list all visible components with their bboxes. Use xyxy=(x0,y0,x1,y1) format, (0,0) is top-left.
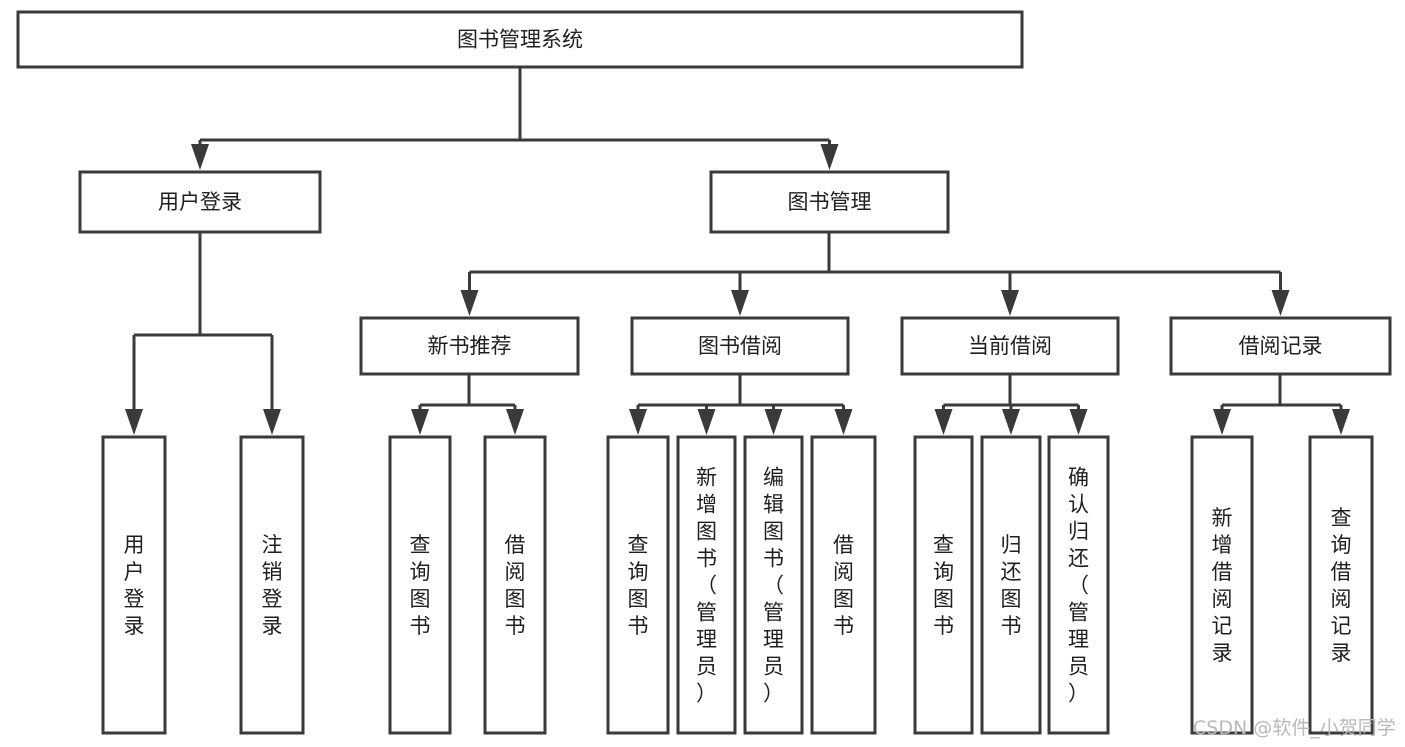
connector-layer xyxy=(125,67,1350,435)
arrow-head-book-manage xyxy=(820,144,839,170)
node-leaf-query-book-rec[interactable]: 查询图书 xyxy=(388,435,452,735)
node-leaf-query-book-borrow[interactable]: 查询图书 xyxy=(606,435,670,735)
connector-current-borrow-bus xyxy=(934,374,1088,435)
node-label-leaf-query-book-rec: 查询图书 xyxy=(410,533,431,638)
node-leaf-edit-book-admin[interactable]: 编辑图书（管理员） xyxy=(743,435,804,735)
node-current-borrow[interactable]: 当前借阅 xyxy=(900,316,1120,376)
node-label-leaf-query-book-borrow: 查询图书 xyxy=(628,533,649,638)
node-box-leaf-confirm-return-admin[interactable] xyxy=(1047,435,1110,735)
node-label-leaf-add-book-admin: 新增图书（管理员） xyxy=(696,466,717,706)
node-box-leaf-borrow-book-rec[interactable] xyxy=(483,435,547,735)
arrow-head-leaf-add-book-admin xyxy=(697,409,716,435)
node-leaf-borrow-book[interactable]: 借阅图书 xyxy=(810,435,877,735)
node-book-manage[interactable]: 图书管理 xyxy=(709,170,950,234)
connector-book-borrow-bus xyxy=(629,374,853,435)
node-label-leaf-user-logout: 注销登录 xyxy=(262,533,283,638)
arrow-head-leaf-query-book-rec xyxy=(411,409,429,435)
connector-root-bus xyxy=(191,67,839,170)
node-label-leaf-confirm-return-admin: 确认归还（管理员） xyxy=(1068,466,1089,706)
node-new-book-recommend[interactable]: 新书推荐 xyxy=(359,316,580,376)
node-leaf-add-borrow-record[interactable]: 新增借阅记录 xyxy=(1190,435,1254,735)
connector-new-book-recommend-bus xyxy=(411,374,524,435)
node-box-leaf-query-book-current[interactable] xyxy=(913,435,974,735)
node-label-current-borrow: 当前借阅 xyxy=(968,334,1052,358)
node-box-leaf-user-logout[interactable] xyxy=(239,435,305,735)
arrow-head-leaf-edit-book-admin xyxy=(764,409,783,435)
node-box-root[interactable] xyxy=(16,10,1024,69)
connector-book-manage-bus xyxy=(460,232,1290,316)
node-label-leaf-add-borrow-record: 新增借阅记录 xyxy=(1212,506,1233,665)
node-box-user-login[interactable] xyxy=(78,170,322,234)
csdn-watermark: CSDN @软件_小贺同学 xyxy=(1193,717,1396,739)
connector-borrow-record-bus xyxy=(1213,374,1350,435)
node-label-book-borrow: 图书借阅 xyxy=(698,334,782,358)
node-box-borrow-record[interactable] xyxy=(1169,316,1392,376)
node-label-leaf-user-login: 用户登录 xyxy=(124,533,145,638)
node-box-leaf-user-login[interactable] xyxy=(101,435,167,735)
node-leaf-user-logout[interactable]: 注销登录 xyxy=(239,435,305,735)
node-label-leaf-borrow-book-rec: 借阅图书 xyxy=(505,533,526,638)
node-box-leaf-return-book[interactable] xyxy=(980,435,1042,735)
node-label-borrow-record: 借阅记录 xyxy=(1239,334,1323,358)
node-box-leaf-edit-book-admin[interactable] xyxy=(743,435,804,735)
node-label-leaf-query-borrow-record: 查询借阅记录 xyxy=(1331,506,1352,665)
node-box-current-borrow[interactable] xyxy=(900,316,1120,376)
node-leaf-query-book-current[interactable]: 查询图书 xyxy=(913,435,974,735)
arrow-head-leaf-user-logout xyxy=(263,409,281,435)
arrow-head-leaf-query-borrow-record xyxy=(1332,409,1350,435)
watermark-layer: CSDN @软件_小贺同学 xyxy=(1193,717,1396,739)
node-box-new-book-recommend[interactable] xyxy=(359,316,580,376)
node-label-leaf-borrow-book: 借阅图书 xyxy=(833,533,854,638)
node-label-root: 图书管理系统 xyxy=(457,28,583,52)
node-box-leaf-query-book-rec[interactable] xyxy=(388,435,452,735)
node-label-leaf-return-book: 归还图书 xyxy=(1001,533,1022,638)
node-box-leaf-query-book-borrow[interactable] xyxy=(606,435,670,735)
arrow-head-current-borrow xyxy=(1001,290,1019,316)
node-label-book-manage: 图书管理 xyxy=(788,190,872,214)
arrow-head-leaf-return-book xyxy=(1002,409,1020,435)
node-box-leaf-add-borrow-record[interactable] xyxy=(1190,435,1254,735)
arrow-head-leaf-add-borrow-record xyxy=(1213,409,1231,435)
arrow-head-leaf-query-book-borrow xyxy=(629,409,647,435)
node-box-leaf-add-book-admin[interactable] xyxy=(676,435,737,735)
connector-user-login-bus xyxy=(125,232,281,435)
arrow-head-new-book-recommend xyxy=(460,290,479,316)
node-leaf-return-book[interactable]: 归还图书 xyxy=(980,435,1042,735)
node-label-leaf-query-book-current: 查询图书 xyxy=(933,533,954,638)
node-leaf-borrow-book-rec[interactable]: 借阅图书 xyxy=(483,435,547,735)
node-box-book-borrow[interactable] xyxy=(630,316,850,376)
node-root[interactable]: 图书管理系统 xyxy=(16,10,1024,69)
node-borrow-record[interactable]: 借阅记录 xyxy=(1169,316,1392,376)
node-box-leaf-borrow-book[interactable] xyxy=(810,435,877,735)
node-user-login[interactable]: 用户登录 xyxy=(78,170,322,234)
arrow-head-leaf-confirm-return-admin xyxy=(1069,409,1088,435)
node-label-leaf-edit-book-admin: 编辑图书（管理员） xyxy=(763,466,784,706)
node-box-leaf-query-borrow-record[interactable] xyxy=(1308,435,1374,735)
node-leaf-query-borrow-record[interactable]: 查询借阅记录 xyxy=(1308,435,1374,735)
arrow-head-leaf-borrow-book-rec xyxy=(506,409,524,435)
node-box-book-manage[interactable] xyxy=(709,170,950,234)
arrow-head-book-borrow xyxy=(731,290,749,316)
arrow-head-user-login xyxy=(191,144,209,170)
arrow-head-leaf-query-book-current xyxy=(934,409,953,435)
arrow-head-leaf-borrow-book xyxy=(834,409,853,435)
arrow-head-leaf-user-login xyxy=(125,409,143,435)
node-label-new-book-recommend: 新书推荐 xyxy=(428,334,512,358)
arrow-head-borrow-record xyxy=(1271,290,1290,316)
node-leaf-add-book-admin[interactable]: 新增图书（管理员） xyxy=(676,435,737,735)
node-layer: 图书管理系统用户登录图书管理新书推荐图书借阅当前借阅借阅记录用户登录注销登录查询… xyxy=(16,10,1392,735)
node-leaf-confirm-return-admin[interactable]: 确认归还（管理员） xyxy=(1047,435,1110,735)
node-leaf-user-login[interactable]: 用户登录 xyxy=(101,435,167,735)
node-book-borrow[interactable]: 图书借阅 xyxy=(630,316,850,376)
node-label-user-login: 用户登录 xyxy=(158,190,242,214)
